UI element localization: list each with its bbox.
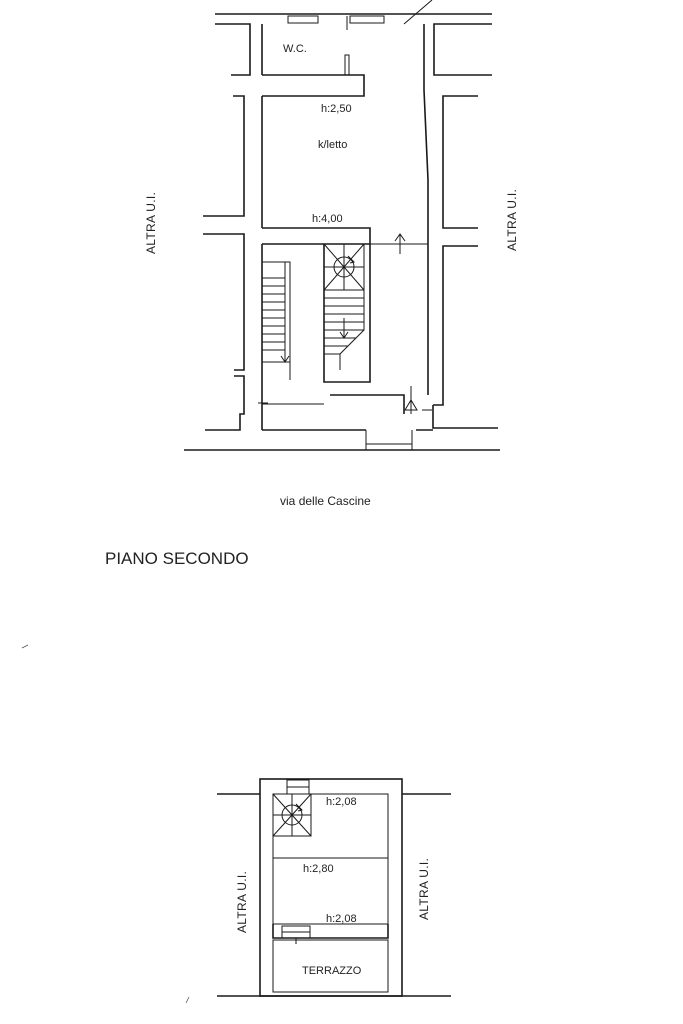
bedroom-label: k/letto [318,139,347,151]
wc-label: W.C. [283,43,307,55]
bedroom-bottom-wall [262,227,371,245]
terrace-area [272,939,389,993]
up-arrow [394,233,406,254]
neighbor-right-label-2: ALTRA U.I. [417,858,431,920]
neighbor-left-label: ALTRA U.I. [144,192,158,254]
right-wall-main [423,24,429,395]
window-top-right [349,15,385,24]
entrance-jambs [365,430,413,448]
stair-arrow-down-left [280,340,290,363]
floor-title: PIANO SECONDO [105,549,249,568]
wc-door-jamb [344,54,350,76]
entrance-door [365,443,413,451]
spiral-stair-symbol [333,256,355,278]
staircase-center [323,243,371,383]
scan-speck-2 [185,996,190,1004]
spiral-stair-circle [281,804,303,826]
height-label-lower: h:4,00 [312,213,343,225]
neighbor-right-label: ALTRA U.I. [505,189,519,251]
left-wall-outer [203,95,245,217]
terrace-divider [272,924,389,939]
right-wall-outer-low [433,245,478,406]
landing-wall [330,394,405,414]
left-wall-bottom [205,375,245,431]
wc-bottom-wall [262,74,365,97]
scan-speck [21,644,29,649]
neighbor-left-label-2: ALTRA U.I. [235,871,249,933]
top-wall-inner-right [433,23,492,76]
first-floor-plan: W.C. h:2,50 k/letto h:4,00 ALTRA U.I. AL… [144,0,519,508]
left-wall-outer-low [203,233,245,371]
street-prefix: via [280,494,296,508]
right-wall-outer [442,95,478,229]
terrace-label: TERRAZZO [302,965,362,977]
height-label-mid: h:2,80 [303,863,334,875]
diagonal-line [403,0,433,25]
triangle-marker [404,386,418,414]
height-label-bottom: h:2,08 [326,913,357,925]
height-label-upper: h:2,50 [321,103,352,115]
right-wall-bottom [432,405,498,429]
spiral-stair-upper [272,793,312,837]
stair-arrow-down-center [339,318,349,339]
inner-walls [272,793,389,925]
street-label: via delle Cascine [280,494,371,508]
window-wc [287,15,319,24]
staircase-left [262,261,291,380]
outer-walls [259,778,403,997]
street-name: delle Cascine [299,494,371,508]
height-label-top: h:2,08 [326,796,357,808]
top-wall-inner [215,23,251,76]
second-floor-plan: h:2,08 h:2,80 h:2,08 TERRAZZO ALTRA U.I.… [217,778,451,997]
